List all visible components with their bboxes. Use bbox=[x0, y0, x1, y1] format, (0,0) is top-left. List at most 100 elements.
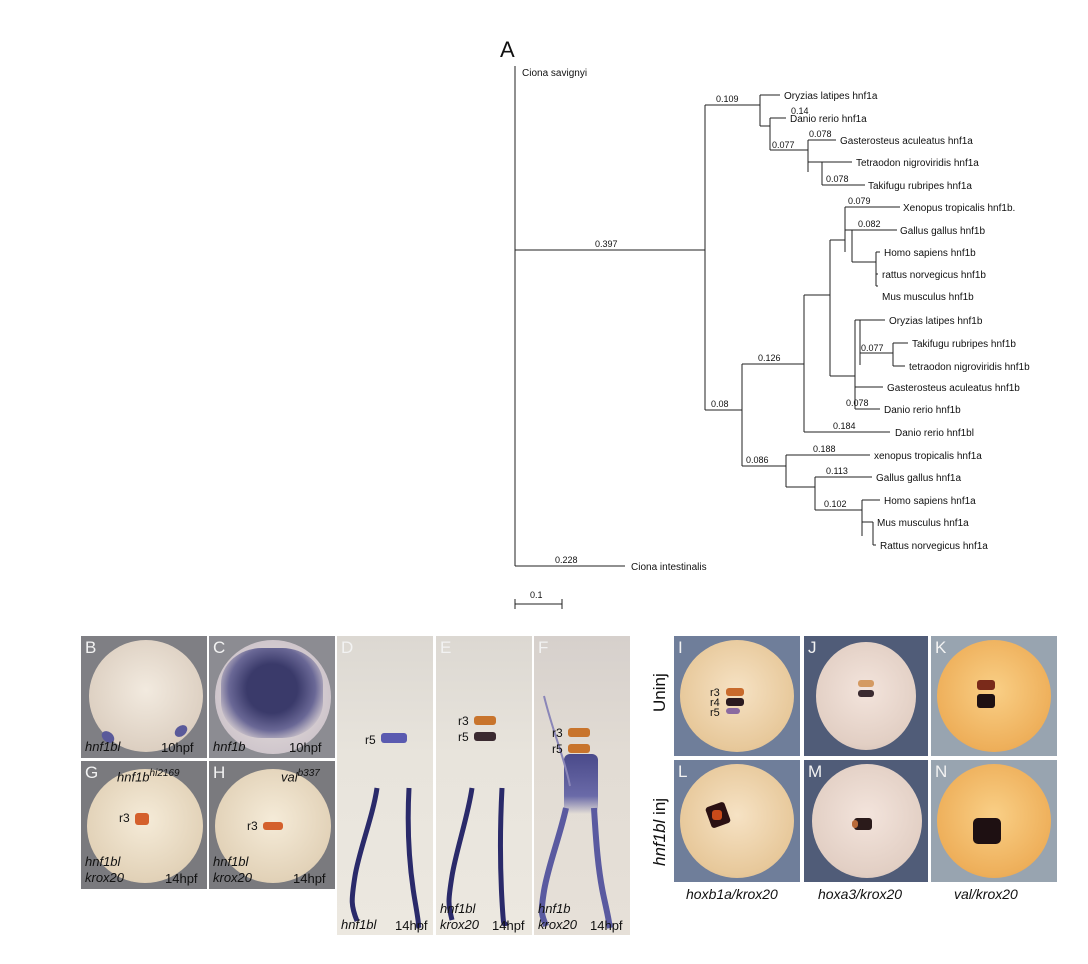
expression-band bbox=[263, 822, 283, 830]
taxon-xenopus-hnf1b: Xenopus tropicalis hnf1b. bbox=[903, 203, 1015, 214]
column-label-hoxb1a: hoxb1a/krox20 bbox=[686, 886, 778, 902]
branch-length: 0.228 bbox=[555, 555, 578, 565]
expression-band bbox=[474, 716, 496, 725]
expression-stripes bbox=[446, 787, 509, 927]
gene-caption: krox20 bbox=[538, 917, 578, 932]
embryo bbox=[87, 769, 203, 883]
branch-length: 0.113 bbox=[826, 466, 848, 476]
taxon-homo-hnf1a: Homo sapiens hnf1a bbox=[884, 496, 976, 507]
panel-label: J bbox=[808, 638, 817, 657]
panel-label: M bbox=[808, 762, 823, 781]
taxon-gallus-hnf1b: Gallus gallus hnf1b bbox=[900, 226, 985, 237]
allele-caption: hnf1bhi2169 bbox=[117, 767, 180, 784]
panel-j: J bbox=[804, 636, 928, 756]
branch-length: 0.08 bbox=[711, 399, 729, 409]
expression-band bbox=[568, 728, 590, 737]
gene-caption: hnf1bl bbox=[85, 739, 121, 754]
taxon-rattus-hnf1a: Rattus norvegicus hnf1a bbox=[880, 541, 988, 552]
allele-name: val bbox=[281, 769, 298, 785]
expression-band bbox=[852, 820, 858, 828]
panel-label: F bbox=[538, 638, 549, 657]
panel-f: F r3 r5 hnf1b krox20 14hpf bbox=[534, 636, 630, 935]
branch-length: 0.086 bbox=[746, 455, 769, 465]
row-label-uninjected: Uninj bbox=[650, 673, 669, 712]
embryo bbox=[680, 640, 794, 752]
branch-length: 0.102 bbox=[824, 499, 847, 509]
panel-l: L bbox=[674, 760, 800, 882]
taxon-xenopus-hnf1a: xenopus tropicalis hnf1a bbox=[874, 451, 982, 462]
expression-band bbox=[726, 688, 744, 696]
band-label: r5 bbox=[365, 733, 376, 747]
branch-length: 0.397 bbox=[595, 239, 618, 249]
panel-k: K bbox=[931, 636, 1057, 756]
stage-caption: 10hpf bbox=[161, 740, 194, 755]
taxon-gasterosteus-hnf1b: Gasterosteus aculeatus hnf1b bbox=[887, 383, 1020, 394]
branch-length: 0.188 bbox=[813, 444, 836, 454]
expression-band bbox=[977, 680, 995, 690]
branch-length: 0.126 bbox=[758, 353, 781, 363]
taxon-mus-hnf1b: Mus musculus hnf1b bbox=[882, 292, 974, 303]
gene-caption: krox20 bbox=[440, 917, 480, 932]
allele-superscript: hi2169 bbox=[149, 768, 180, 779]
branch-length: 0.109 bbox=[716, 94, 739, 104]
taxon-tetraodon-hnf1a: Tetraodon nigroviridis hnf1a bbox=[856, 158, 979, 169]
expression-stripes bbox=[349, 787, 422, 929]
taxon-rattus-hnf1b: rattus norvegicus hnf1b bbox=[882, 270, 986, 281]
panel-label: L bbox=[678, 762, 688, 781]
gene-caption: hnf1bl bbox=[85, 854, 121, 869]
expression-band bbox=[977, 694, 995, 708]
taxon-tetraodon-hnf1b: tetraodon nigroviridis hnf1b bbox=[909, 362, 1030, 373]
stage-caption: 14hpf bbox=[293, 871, 326, 886]
gene-caption: krox20 bbox=[213, 870, 253, 885]
row-label-injected: hnf1bl inj bbox=[650, 798, 670, 866]
panel-b: B hnf1bl 10hpf bbox=[81, 636, 207, 758]
band-label: r3 bbox=[552, 726, 563, 740]
branch-length: 0.077 bbox=[861, 343, 884, 353]
band-label: r3 bbox=[710, 687, 720, 699]
panel-n: N bbox=[931, 760, 1057, 882]
allele-name: hnf1b bbox=[117, 769, 150, 785]
gene-caption: hnf1b bbox=[538, 901, 571, 916]
expression-stripes bbox=[538, 695, 613, 929]
panel-label: D bbox=[341, 638, 354, 657]
stage-caption: 14hpf bbox=[165, 871, 198, 886]
panel-i: I r3 r4 r5 bbox=[674, 636, 800, 756]
taxon-takifugu-hnf1b: Takifugu rubripes hnf1b bbox=[912, 339, 1016, 350]
panel-d: D r5 hnf1bl 14hpf bbox=[337, 636, 433, 935]
stage-caption: 10hpf bbox=[289, 740, 322, 755]
expression-band bbox=[474, 732, 496, 741]
panel-c: C hnf1b 10hpf bbox=[209, 636, 335, 758]
expression-band bbox=[858, 690, 874, 697]
panel-label: G bbox=[85, 763, 99, 782]
taxon-danio-hnf1bl: Danio rerio hnf1bl bbox=[895, 428, 974, 439]
band-label: r5 bbox=[710, 707, 720, 719]
branch-length: 0.078 bbox=[846, 398, 869, 408]
branch-length: 0.082 bbox=[858, 219, 881, 229]
band-label: r3 bbox=[119, 811, 130, 825]
band-label: r5 bbox=[458, 730, 469, 744]
panel-label: N bbox=[935, 762, 948, 781]
taxon-gasterosteus-hnf1a: Gasterosteus aculeatus hnf1a bbox=[840, 136, 973, 147]
band-label: r5 bbox=[552, 742, 563, 756]
taxon-homo-hnf1b: Homo sapiens hnf1b bbox=[884, 248, 976, 259]
column-label-hoxa3: hoxa3/krox20 bbox=[818, 886, 903, 902]
row-label-suffix: inj bbox=[650, 797, 669, 820]
branch-length: 0.078 bbox=[809, 129, 832, 139]
tree-branches bbox=[514, 66, 908, 609]
allele-superscript: b337 bbox=[297, 768, 320, 779]
taxon-takifugu-hnf1a: Takifugu rubripes hnf1a bbox=[868, 181, 972, 192]
branch-length: 0.079 bbox=[848, 196, 871, 206]
expression-band bbox=[712, 810, 722, 820]
panel-m: M bbox=[804, 760, 928, 882]
branch-length: 0.14 bbox=[791, 106, 809, 116]
panel-label: C bbox=[213, 638, 226, 657]
taxon-danio-hnf1a: Danio rerio hnf1a bbox=[790, 114, 867, 125]
taxon-ciona-intestinalis: Ciona intestinalis bbox=[631, 562, 707, 573]
gene-caption: hnf1bl bbox=[440, 901, 476, 916]
column-label-val: val/krox20 bbox=[954, 886, 1018, 902]
expression-domain bbox=[221, 648, 323, 738]
expression-band bbox=[568, 744, 590, 753]
taxon-gallus-hnf1a: Gallus gallus hnf1a bbox=[876, 473, 961, 484]
allele-caption: valb337 bbox=[281, 767, 320, 784]
band-label: r4 bbox=[710, 697, 720, 709]
